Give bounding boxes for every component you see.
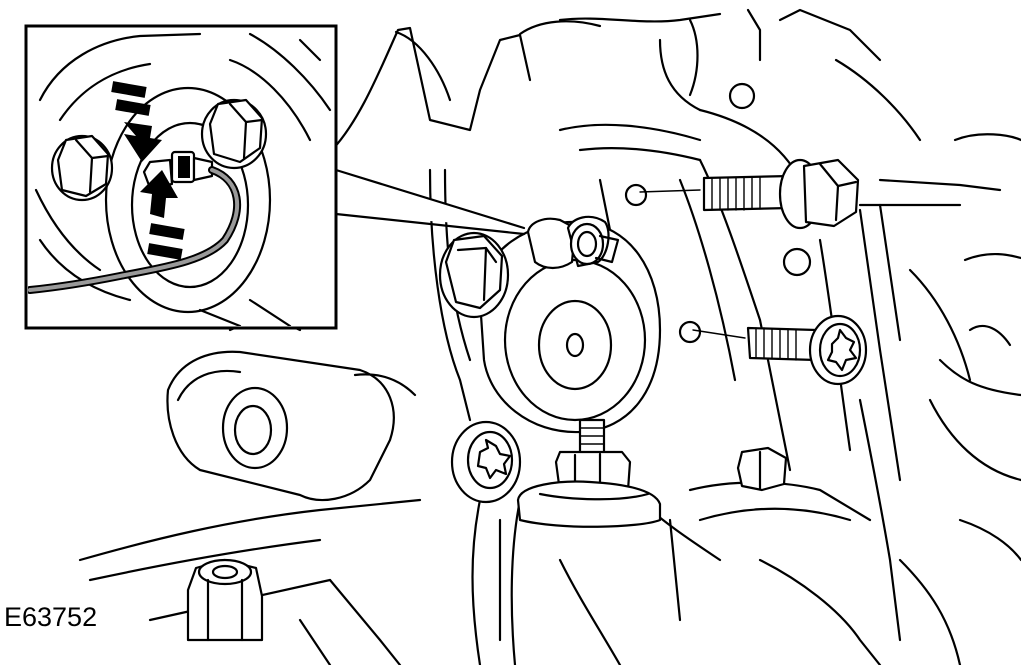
torx-bolt-lower (450, 420, 522, 504)
figure-id-label: E63752 (4, 602, 98, 632)
hex-nut-bottom-left (186, 558, 264, 642)
hex-flange-bolt (639, 158, 860, 230)
inset-callout (24, 24, 338, 330)
hex-bolt-small (736, 446, 788, 492)
arrow-up (140, 170, 185, 260)
arrow-down (111, 81, 162, 162)
callout-leader (334, 168, 526, 236)
sensor-mounting-plate (478, 220, 662, 434)
hex-bolt-left (438, 231, 510, 319)
sensor (526, 215, 620, 270)
torx-flange-bolt (692, 314, 868, 386)
stud-and-nut (498, 418, 682, 642)
